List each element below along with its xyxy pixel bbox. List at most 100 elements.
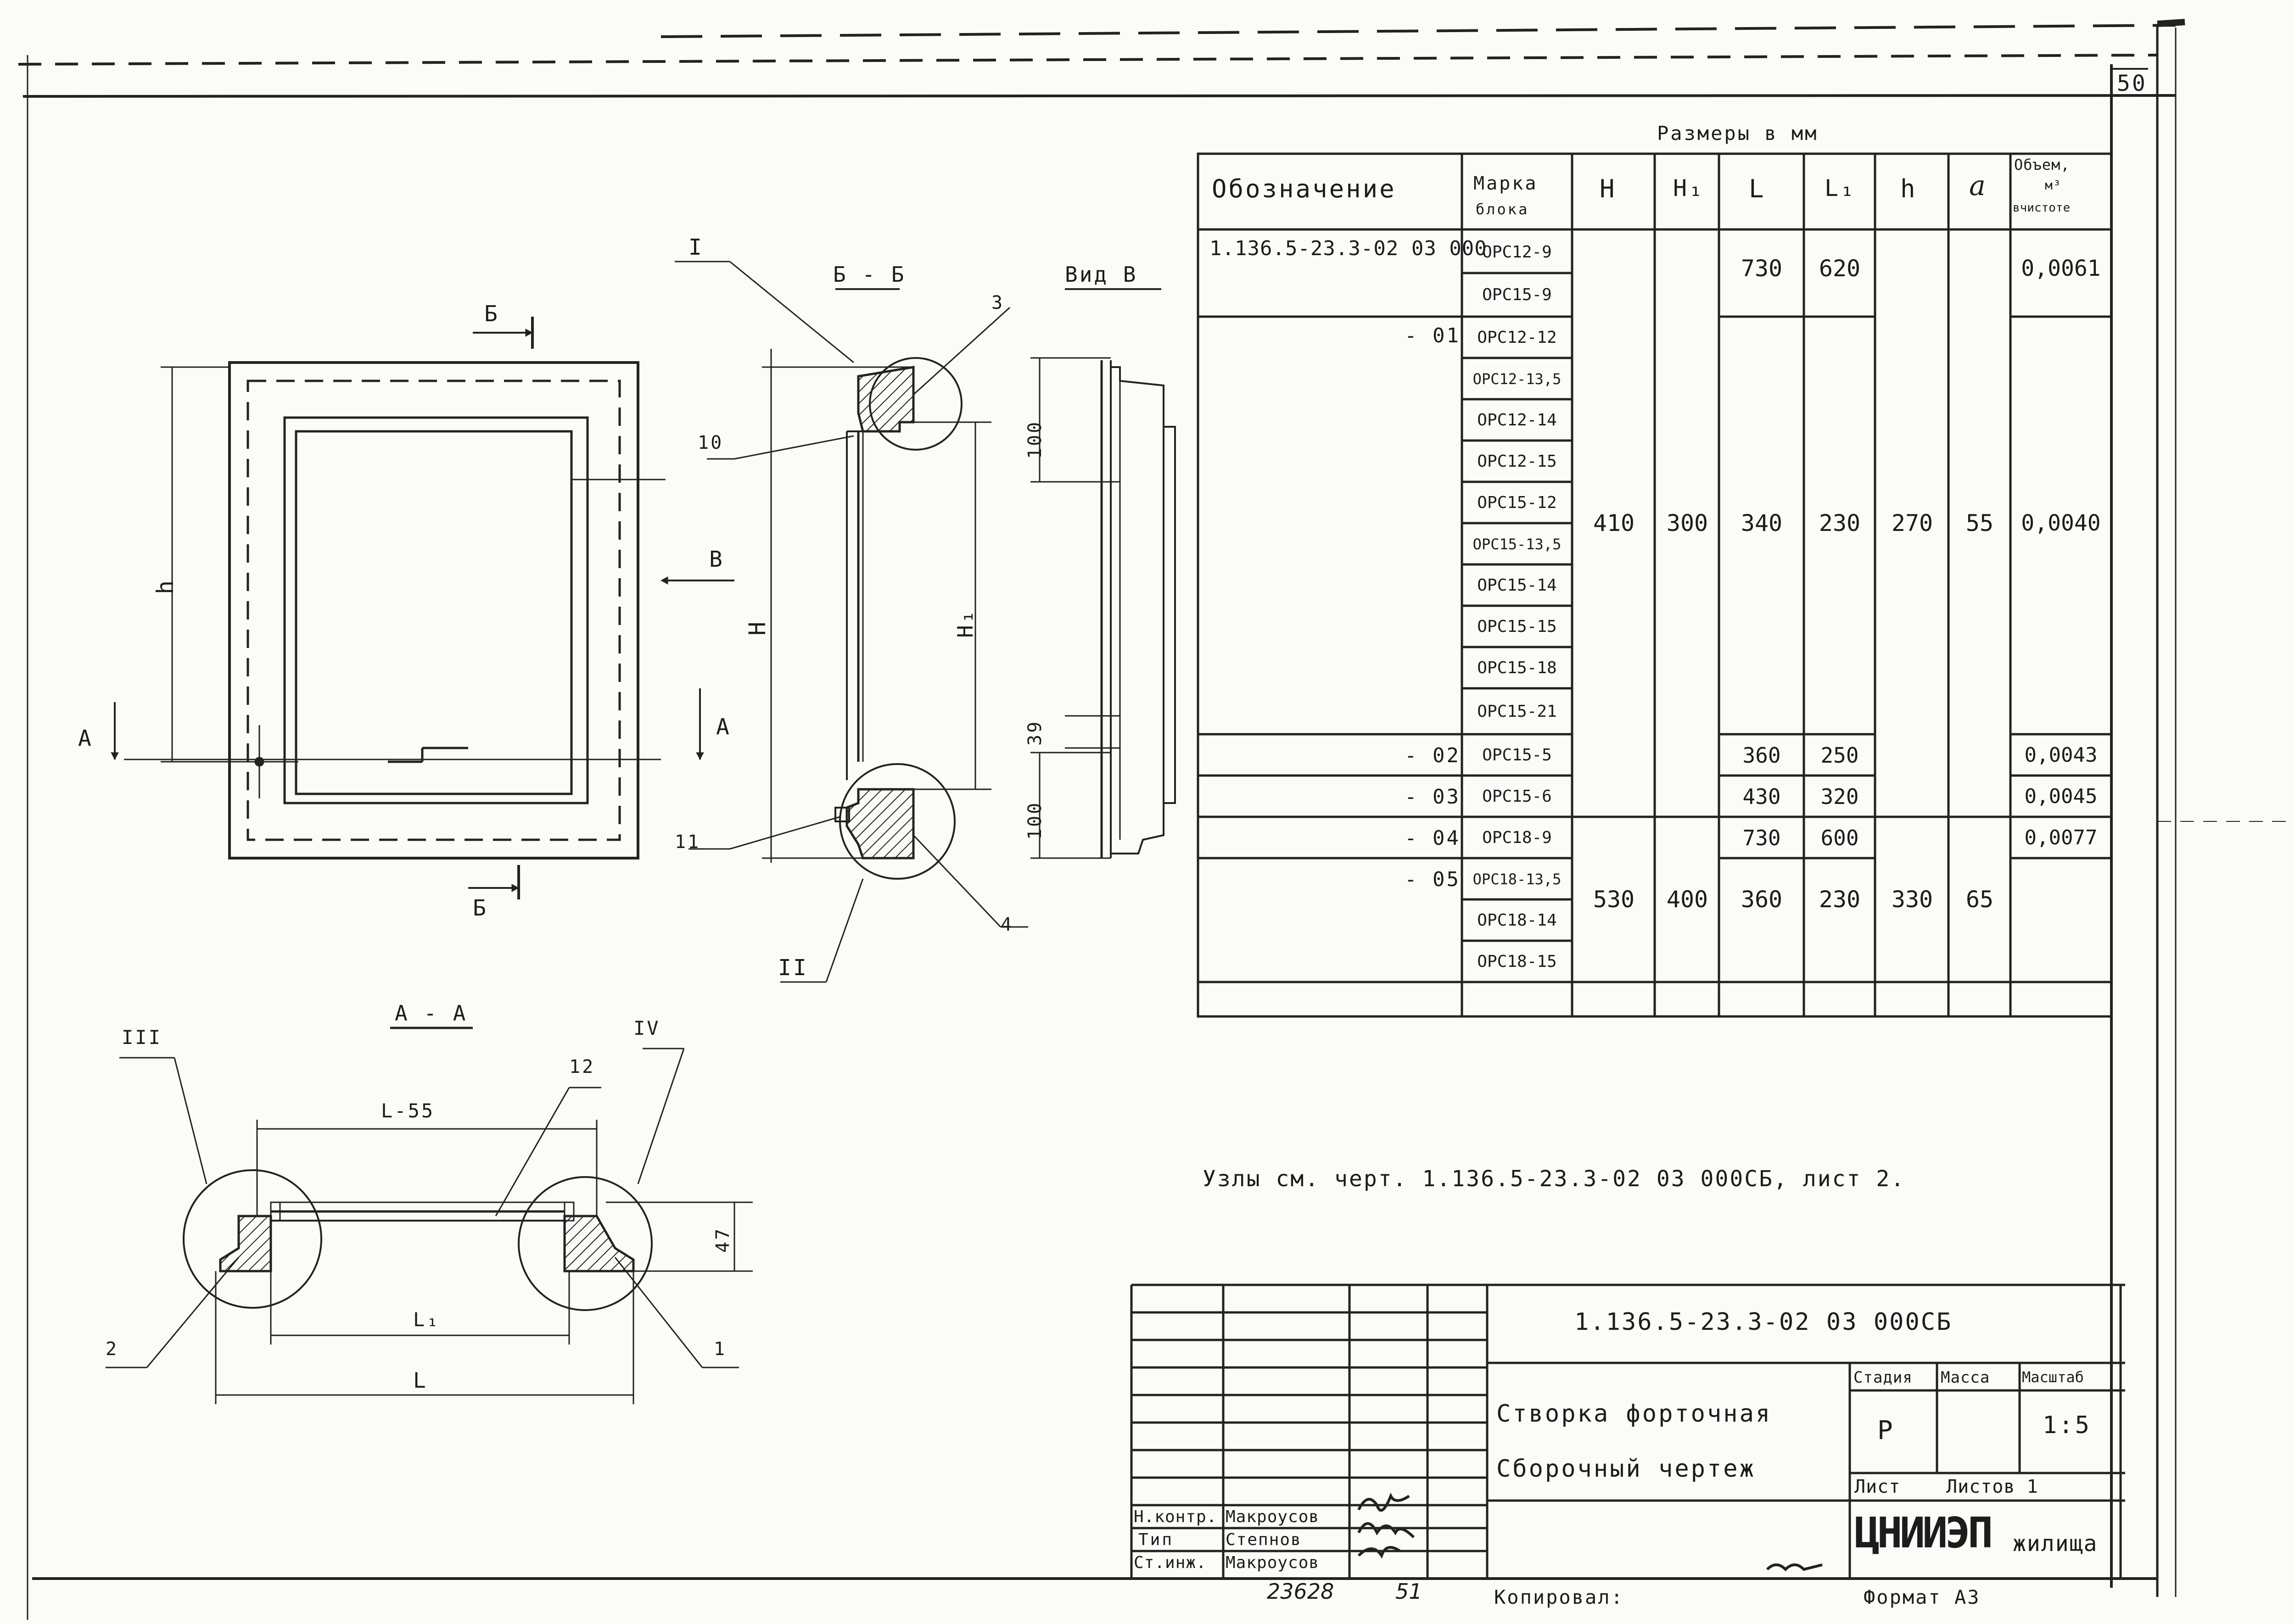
value-L: 730: [1742, 825, 1781, 850]
value-L: 340: [1741, 510, 1783, 536]
designation-03: - 03: [1405, 785, 1461, 809]
person-name: Макроусов: [1226, 1553, 1320, 1572]
brand-cell: ОРС15-12: [1477, 493, 1557, 512]
stage-label: Стадия: [1853, 1368, 1913, 1387]
brand-cell: ОРС12-15: [1477, 452, 1557, 471]
brand-cell: ОРС15-21: [1477, 702, 1557, 721]
position-4: 4: [1001, 914, 1014, 935]
brand-cell: ОРС15-14: [1477, 576, 1557, 595]
value-volume: 0,0045: [2024, 785, 2098, 808]
brand-cell: ОРС15-6: [1482, 787, 1552, 806]
view-v: [1030, 288, 1176, 859]
dim-h: h: [152, 578, 179, 594]
person-name: Степнов: [1226, 1530, 1302, 1549]
sizes-caption: Размеры в мм: [1657, 122, 1819, 145]
callout-III: III: [122, 1026, 162, 1049]
value-volume: 0,0061: [2021, 256, 2101, 281]
dim-H: H: [744, 619, 771, 636]
callout-I: I: [688, 234, 704, 260]
dim-L: L: [413, 1368, 428, 1393]
value-a: 65: [1965, 886, 1994, 913]
role-label: Ст.инж.: [1134, 1553, 1207, 1572]
sheets-count-label: Листов 1: [1946, 1476, 2038, 1497]
header-L: L: [1749, 174, 1766, 203]
value-L: 730: [1741, 255, 1783, 282]
dim-47: 47: [712, 1227, 733, 1253]
document-code: 1.136.5-23.3-02 03 000СБ: [1574, 1308, 1953, 1336]
position-11: 11: [675, 832, 701, 853]
header-brand-line2: блока: [1476, 201, 1529, 218]
value-a: 55: [1965, 510, 1994, 536]
value-L: 430: [1742, 784, 1781, 809]
value-L1: 250: [1820, 742, 1859, 768]
role-label: Тип: [1138, 1530, 1174, 1549]
value-L1: 620: [1819, 255, 1861, 282]
value-volume: 0,0043: [2024, 743, 2098, 767]
brand-cell: ОРС18-14: [1477, 911, 1557, 930]
dim-L-55: L-55: [381, 1099, 435, 1122]
header-volume-line1: Объем,: [2014, 156, 2070, 173]
value-volume: 0,0077: [2024, 826, 2098, 849]
mass-label: Масса: [1941, 1368, 1990, 1387]
brand-cell: ОРС15-9: [1482, 285, 1552, 304]
value-L: 360: [1741, 886, 1783, 913]
brand-cell: ОРС12-12: [1477, 328, 1557, 347]
section-aa: [106, 1027, 753, 1404]
organization-logo: ЦНИИЭП: [1854, 1508, 1993, 1557]
section-bb-title: Б - Б: [833, 262, 906, 287]
cut-label-a-left: А: [78, 725, 93, 751]
designation-04: - 04: [1405, 826, 1461, 850]
document-name-line2: Сборочный чертеж: [1496, 1455, 1756, 1483]
role-label: Н.контр.: [1134, 1507, 1217, 1526]
header-H1: H₁: [1673, 175, 1705, 201]
brand-cell: ОРС15-5: [1482, 746, 1552, 765]
brand-cell: ОРС18-13,5: [1472, 870, 1562, 888]
brand-cell: ОРС12-13,5: [1472, 370, 1562, 388]
organization-name: жилища: [2013, 1531, 2098, 1557]
copied-by-label: Копировал:: [1494, 1586, 1624, 1608]
value-h: 270: [1891, 510, 1933, 536]
value-L1: 230: [1819, 886, 1861, 913]
brand-cell: ОРС12-14: [1477, 411, 1557, 430]
value-L1: 600: [1820, 825, 1859, 850]
title-block-grid: [1130, 1284, 2125, 1579]
header-H: H: [1600, 174, 1617, 203]
value-L1: 230: [1819, 510, 1861, 536]
value-volume: 0,0040: [2021, 510, 2101, 536]
designation-02: - 02: [1405, 744, 1461, 767]
sheet-frame: [18, 19, 2295, 1620]
person-name: Макроусов: [1226, 1507, 1320, 1526]
dim-H1: H₁: [953, 608, 978, 638]
callout-II: II: [778, 955, 808, 981]
view-label-v: В: [709, 547, 724, 572]
position-3: 3: [991, 292, 1005, 313]
position-1: 1: [714, 1339, 727, 1360]
dim-L1: L₁: [413, 1308, 440, 1331]
brand-cell: ОРС15-18: [1477, 659, 1557, 677]
section-aa-title: А - А: [395, 1001, 468, 1026]
position-10: 10: [698, 432, 724, 453]
nodes-reference-note: Узлы см. черт. 1.136.5-23.3-02 03 000СБ,…: [1203, 1166, 1906, 1192]
value-H: 410: [1593, 510, 1635, 536]
callout-IV: IV: [633, 1017, 661, 1039]
specification-table-grid: [1197, 152, 2113, 1018]
brand-cell: ОРС15-15: [1477, 617, 1557, 636]
scale-label: Масштаб: [2022, 1368, 2084, 1386]
stage-value: Р: [1877, 1416, 1895, 1445]
header-h: h: [1900, 174, 1917, 203]
cut-label-b-top: Б: [484, 301, 499, 327]
brand-cell: ОРС12-9: [1482, 242, 1552, 262]
sheet-label: Лист: [1854, 1476, 1901, 1497]
header-volume-line2: м³: [2045, 178, 2061, 193]
header-designation: Обозначение: [1212, 174, 1396, 203]
header-L1: L₁: [1825, 175, 1856, 201]
section-bb: [675, 261, 1028, 983]
value-H1: 300: [1666, 510, 1708, 536]
inventory-number: 23628: [1267, 1579, 1334, 1604]
value-h: 330: [1891, 886, 1933, 913]
brand-cell: ОРС15-13,5: [1472, 535, 1562, 553]
designation-base: 1.136.5-23.3-02 03 000: [1209, 237, 1487, 260]
header-a: a: [1969, 170, 1986, 202]
value-L: 360: [1742, 742, 1781, 768]
front-view: [111, 317, 734, 899]
